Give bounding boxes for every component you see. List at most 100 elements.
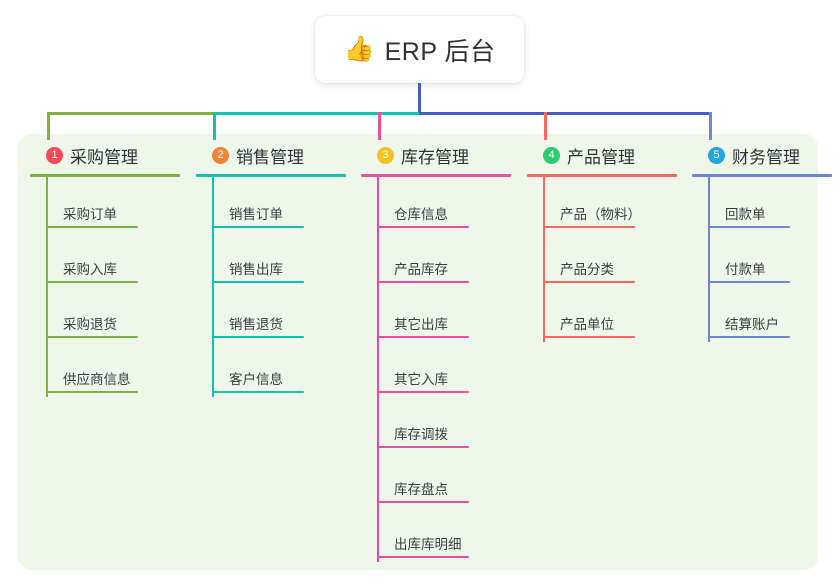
branch-column: 1 采购管理采购订单采购入库采购退货供应商信息 (30, 140, 180, 397)
branch-item[interactable]: 回款单 (692, 177, 832, 232)
branch-item-underline (708, 336, 790, 338)
branch-title: 采购管理 (70, 147, 138, 167)
branch-number-badge: 4 (543, 146, 560, 164)
branch-item-underline (543, 226, 635, 228)
branch-item-underline (212, 281, 304, 283)
branch-item-label: 客户信息 (229, 372, 283, 387)
branch-item-label: 回款单 (725, 207, 766, 222)
branch-spine (708, 177, 710, 342)
branch-item-underline (377, 391, 469, 393)
branch-spine (377, 177, 379, 562)
branch-item-label: 其它入库 (394, 372, 448, 387)
bus-segment (419, 112, 712, 115)
branch-item-label: 销售退货 (229, 317, 283, 332)
branch-item[interactable]: 供应商信息 (30, 342, 180, 397)
branch-item-underline (212, 226, 304, 228)
branch-header[interactable]: 1 采购管理 (30, 140, 180, 170)
branch-item[interactable]: 销售出库 (196, 232, 346, 287)
branch-item[interactable]: 销售退货 (196, 287, 346, 342)
branch-item[interactable]: 产品分类 (527, 232, 677, 287)
branch-header[interactable]: 4 产品管理 (527, 140, 677, 170)
branch-item[interactable]: 产品库存 (361, 232, 511, 287)
branch-item[interactable]: 仓库信息 (361, 177, 511, 232)
branch-spine (212, 177, 214, 397)
branch-item[interactable]: 采购退货 (30, 287, 180, 342)
branch-item-label: 采购退货 (63, 317, 117, 332)
branch-item[interactable]: 库存调拨 (361, 397, 511, 452)
diagram-panel (18, 134, 818, 570)
root-node-content: 👍 ERP 后台 (343, 32, 495, 68)
branch-item-underline (708, 281, 790, 283)
root-node-card[interactable]: 👍 ERP 后台 (315, 16, 524, 83)
branch-title: 库存管理 (401, 147, 469, 167)
branch-item-underline (46, 281, 138, 283)
branch-number-badge: 5 (708, 146, 725, 164)
branch-item-label: 付款单 (725, 262, 766, 277)
branch-item-underline (377, 226, 469, 228)
branch-item[interactable]: 其它入库 (361, 342, 511, 397)
branch-column: 3 库存管理仓库信息产品库存其它出库其它入库库存调拨库存盘点出库库明细 (361, 140, 511, 562)
branch-item-list: 采购订单采购入库采购退货供应商信息 (30, 177, 180, 397)
root-stem (418, 83, 421, 115)
branch-column: 5 财务管理回款单付款单结算账户 (692, 140, 832, 342)
branch-item-underline (46, 391, 138, 393)
branch-item-underline (46, 226, 138, 228)
root-node-title: ERP 后台 (384, 37, 496, 66)
branch-underline (527, 174, 677, 177)
branch-item[interactable]: 结算账户 (692, 287, 832, 342)
branch-item-underline (377, 446, 469, 448)
branch-item-label: 采购订单 (63, 207, 117, 222)
branch-underline (196, 174, 346, 177)
branch-item-label: 出库库明细 (394, 537, 462, 552)
branch-spine (543, 177, 545, 342)
branch-item-label: 采购入库 (63, 262, 117, 277)
branch-item-label: 结算账户 (725, 317, 779, 332)
branch-item-underline (377, 501, 469, 503)
branch-item[interactable]: 产品单位 (527, 287, 677, 342)
branch-item-underline (543, 281, 635, 283)
branch-item-underline (708, 226, 790, 228)
branch-item[interactable]: 出库库明细 (361, 507, 511, 562)
branch-item-list: 销售订单销售出库销售退货客户信息 (196, 177, 346, 397)
branch-item-underline (377, 281, 469, 283)
branch-header[interactable]: 5 财务管理 (692, 140, 832, 170)
branch-item-underline (543, 336, 635, 338)
branch-item[interactable]: 采购订单 (30, 177, 180, 232)
branch-item-underline (46, 336, 138, 338)
branch-column: 4 产品管理产品（物料） 产品分类产品单位 (527, 140, 677, 342)
branch-item[interactable]: 其它出库 (361, 287, 511, 342)
branch-number-badge: 1 (46, 146, 63, 164)
branch-item[interactable]: 客户信息 (196, 342, 346, 397)
bus-segment (47, 112, 213, 115)
branch-title: 财务管理 (732, 147, 800, 167)
branch-item-underline (212, 391, 304, 393)
branch-underline (30, 174, 180, 177)
branch-item[interactable]: 付款单 (692, 232, 832, 287)
thumbs-up-icon: 👍 (343, 35, 375, 63)
branch-item-label: 其它出库 (394, 317, 448, 332)
branch-number-badge: 2 (212, 146, 229, 164)
branch-item-underline (212, 336, 304, 338)
branch-spine (46, 177, 48, 397)
branch-item-label: 产品库存 (394, 262, 448, 277)
branch-item-list: 仓库信息产品库存其它出库其它入库库存调拨库存盘点出库库明细 (361, 177, 511, 562)
branch-item-label: 销售订单 (229, 207, 283, 222)
branch-item[interactable]: 采购入库 (30, 232, 180, 287)
branch-item-label: 销售出库 (229, 262, 283, 277)
branch-number-badge: 3 (377, 146, 394, 164)
branch-item[interactable]: 库存盘点 (361, 452, 511, 507)
branch-item-label: 库存调拨 (394, 427, 448, 442)
branch-item-label: 仓库信息 (394, 207, 448, 222)
branch-item-label: 库存盘点 (394, 482, 448, 497)
branch-header[interactable]: 3 库存管理 (361, 140, 511, 170)
bus-segment (213, 112, 419, 115)
branch-item-label: 产品分类 (560, 262, 614, 277)
branch-item[interactable]: 产品（物料） (527, 177, 677, 232)
branch-underline (361, 174, 511, 177)
branch-item[interactable]: 销售订单 (196, 177, 346, 232)
branch-item-list: 回款单付款单结算账户 (692, 177, 832, 342)
branch-title: 产品管理 (567, 147, 635, 167)
